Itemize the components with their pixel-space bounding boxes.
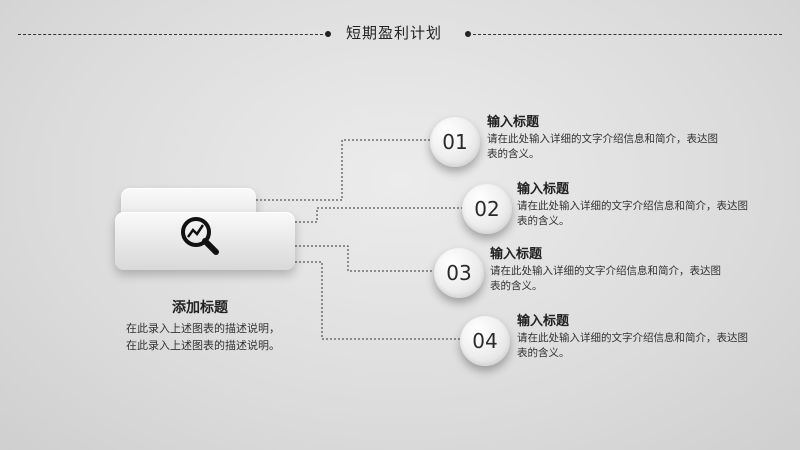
- title-divider-right: [468, 34, 782, 35]
- item-number-02: 02: [462, 184, 512, 234]
- search-chart-icon: [181, 217, 219, 255]
- side-description: 在此录入上述图表的描述说明，在此录入上述图表的描述说明。: [126, 322, 280, 352]
- title-dot-left: [325, 31, 331, 37]
- item-description-04: 请在此处输入详细的文字介绍信息和简介，表达图表的含义。: [517, 332, 748, 359]
- item-number-01: 01: [430, 117, 480, 167]
- connector-02: [295, 207, 462, 223]
- item-number-03: 03: [434, 248, 484, 298]
- item-title-02: 输入标题: [517, 182, 570, 197]
- page-title: 短期盈利计划: [346, 24, 443, 42]
- item-description-03: 请在此处输入详细的文字介绍信息和简介，表达图表的含义。: [490, 265, 721, 292]
- side-title: 添加标题: [172, 300, 228, 316]
- item-description-01: 请在此处输入详细的文字介绍信息和简介，表达图表的含义。: [487, 133, 718, 160]
- connector-01: [256, 139, 430, 201]
- item-description-02: 请在此处输入详细的文字介绍信息和简介，表达图表的含义。: [517, 200, 748, 227]
- title-bar: 短期盈利计划: [0, 22, 800, 46]
- item-number-04: 04: [460, 316, 510, 366]
- item-title-03: 输入标题: [490, 247, 543, 262]
- connector-04: [295, 261, 460, 340]
- item-title-01: 输入标题: [487, 115, 540, 130]
- connector-03: [295, 245, 434, 272]
- item-title-04: 输入标题: [517, 314, 570, 329]
- title-divider-left: [18, 34, 328, 35]
